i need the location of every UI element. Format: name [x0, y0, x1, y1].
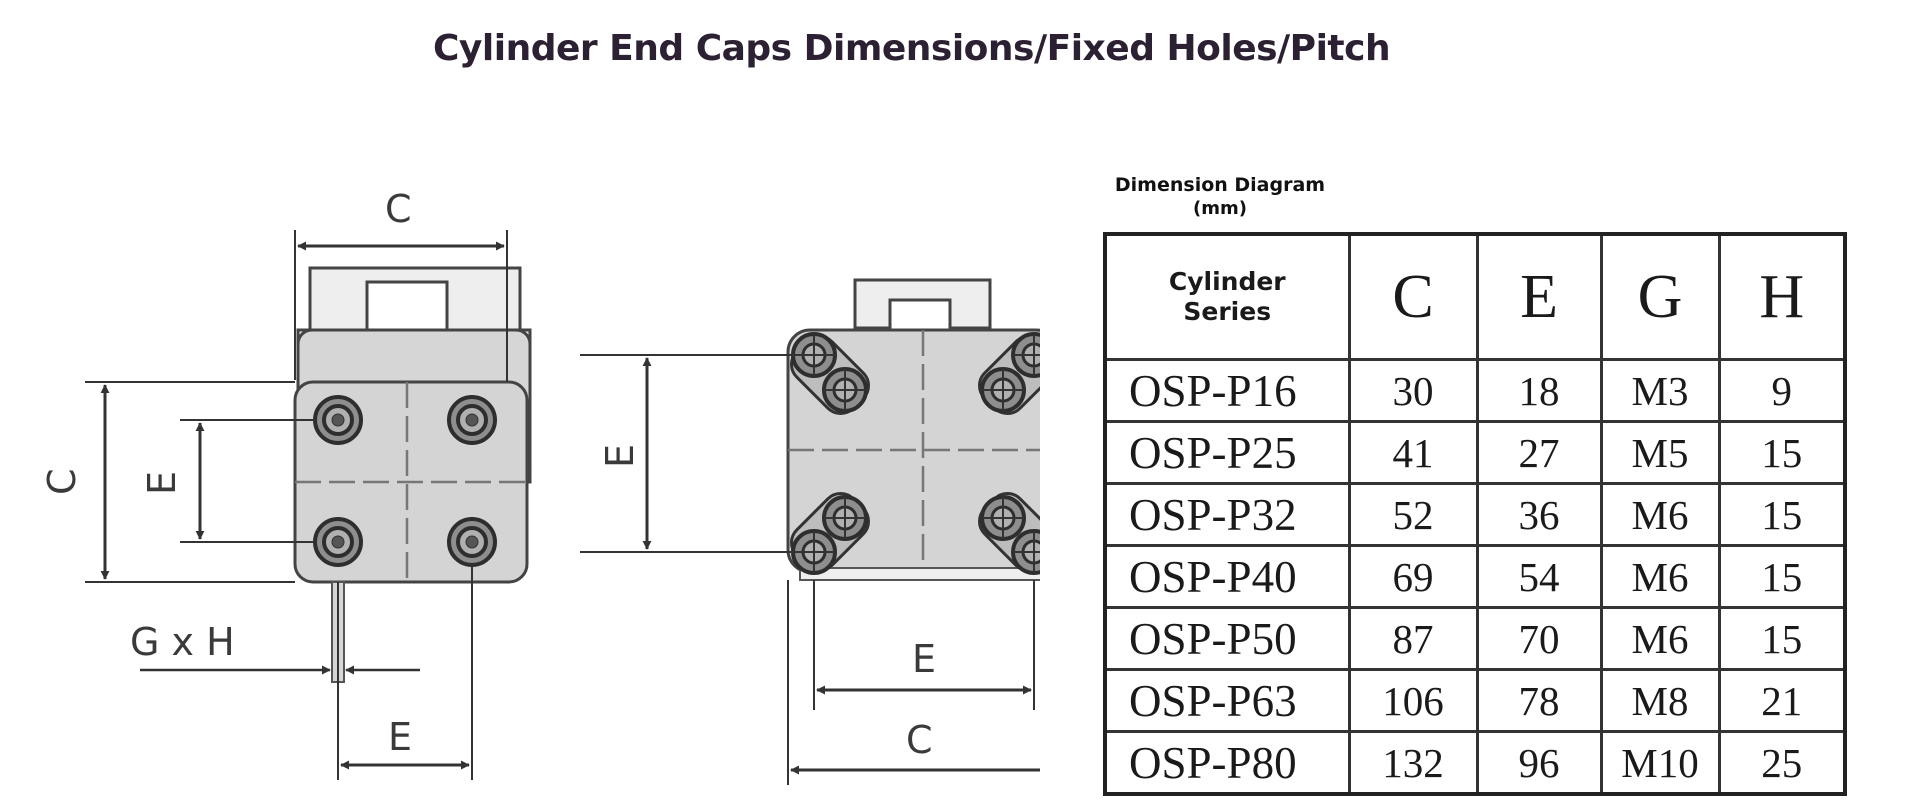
header-e: E [1475, 232, 1603, 361]
cell-g: M6 [1599, 606, 1721, 671]
dimension-table: Cylinder Series C E G H OSP-P16 30 18 M3… [1103, 232, 1847, 796]
header-g: G [1599, 232, 1721, 361]
cell-c: 69 [1347, 544, 1479, 609]
header-h: H [1717, 232, 1847, 361]
cell-e: 27 [1475, 420, 1603, 485]
cell-c: 41 [1347, 420, 1479, 485]
table-row: OSP-P50 87 70 M6 15 [1103, 606, 1847, 671]
table-row: OSP-P63 106 78 M8 21 [1103, 668, 1847, 733]
cell-h: 15 [1717, 420, 1847, 485]
table-row: OSP-P40 69 54 M6 15 [1103, 544, 1847, 609]
cell-series: OSP-P40 [1103, 544, 1351, 609]
cell-c: 106 [1347, 668, 1479, 733]
cell-e: 78 [1475, 668, 1603, 733]
table-header-row: Cylinder Series C E G H [1103, 232, 1847, 361]
page-title: Cylinder End Caps Dimensions/Fixed Holes… [433, 28, 1391, 69]
cell-h: 15 [1717, 482, 1847, 547]
cell-h: 15 [1717, 606, 1847, 671]
front-view-inner-e-label: E [912, 637, 936, 681]
cell-g: M5 [1599, 420, 1721, 485]
cell-e: 70 [1475, 606, 1603, 671]
side-view-left-c-label: C [40, 468, 84, 495]
cell-c: 132 [1347, 730, 1479, 796]
table-row: OSP-P32 52 36 M6 15 [1103, 482, 1847, 547]
caption-title: Dimension Diagram [1114, 174, 1326, 196]
cell-e: 18 [1475, 358, 1603, 423]
front-view-left-e-label: E [598, 444, 642, 468]
side-view-bottom-e-label: E [388, 715, 412, 759]
cell-series: OSP-P80 [1103, 730, 1351, 796]
cell-g: M8 [1599, 668, 1721, 733]
cell-series: OSP-P25 [1103, 420, 1351, 485]
cell-g: M6 [1599, 482, 1721, 547]
caption-unit: (mm) [1193, 198, 1247, 219]
side-view-thread-label: G x H [130, 620, 235, 664]
cell-g: M3 [1599, 358, 1721, 423]
cell-c: 52 [1347, 482, 1479, 547]
cell-h: 25 [1717, 730, 1847, 796]
header-cylinder-series: Cylinder Series [1103, 232, 1351, 361]
cell-series: OSP-P63 [1103, 668, 1351, 733]
cell-h: 15 [1717, 544, 1847, 609]
table-row: OSP-P16 30 18 M3 9 [1103, 358, 1847, 423]
cell-c: 87 [1347, 606, 1479, 671]
side-view-top-c-label: C [385, 187, 412, 231]
cell-h: 21 [1717, 668, 1847, 733]
cell-series: OSP-P50 [1103, 606, 1351, 671]
front-view [580, 278, 1040, 785]
cell-e: 96 [1475, 730, 1603, 796]
side-view-left-e-label: E [140, 471, 184, 495]
header-c: C [1347, 232, 1479, 361]
table-row: OSP-P80 132 96 M10 25 [1103, 730, 1847, 796]
front-view-outer-c-label: C [906, 718, 933, 762]
cell-series: OSP-P16 [1103, 358, 1351, 423]
side-view [85, 230, 532, 780]
cell-g: M10 [1599, 730, 1721, 796]
cell-c: 30 [1347, 358, 1479, 423]
cell-e: 36 [1475, 482, 1603, 547]
cell-e: 54 [1475, 544, 1603, 609]
table-caption: Dimension Diagram (mm) [1100, 173, 1340, 221]
table-row: OSP-P25 41 27 M5 15 [1103, 420, 1847, 485]
end-cap-dimension-drawing: C C E G x H E E E C [40, 187, 1040, 785]
cell-series: OSP-P32 [1103, 482, 1351, 547]
cell-h: 9 [1717, 358, 1847, 423]
cell-g: M6 [1599, 544, 1721, 609]
